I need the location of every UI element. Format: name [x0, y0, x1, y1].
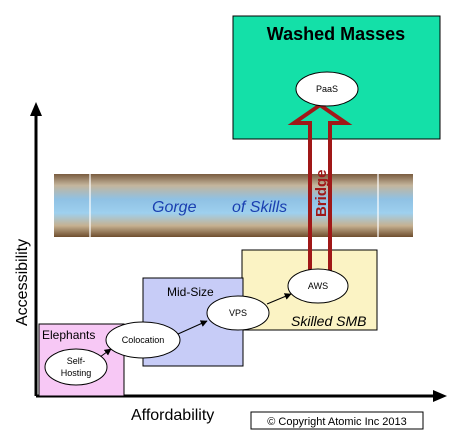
self-hosting-label-line-1: Self-	[67, 356, 86, 366]
washed-masses-title: Washed Masses	[267, 24, 405, 44]
copyright-text: © Copyright Atomic Inc 2013	[267, 416, 407, 428]
x-axis-label: Affordability	[131, 407, 214, 424]
colocation-label: Colocation	[122, 335, 165, 345]
arrow-vps-to-aws	[266, 293, 292, 305]
paas-label: PaaS	[316, 84, 338, 94]
vps-label: VPS	[229, 308, 247, 318]
colocation-node	[105, 321, 181, 359]
copyright-box	[250, 411, 424, 430]
aws-label: AWS	[308, 281, 328, 291]
vps-node	[206, 295, 270, 331]
paas-node	[295, 71, 359, 107]
mid-size-label: Mid-Size	[167, 285, 214, 299]
elephants-label: Elephants	[42, 328, 95, 342]
bridge-label: Bridge	[313, 169, 330, 217]
skilled-smb-label: Skilled SMB	[291, 313, 366, 329]
gorge-label-part-2: of Skills	[232, 199, 287, 216]
arrow-colocation-to-vps	[177, 320, 208, 335]
gorge-of-skills-band	[54, 174, 413, 237]
self-hosting-node	[44, 348, 108, 386]
x-axis-arrowhead	[433, 390, 447, 402]
aws-node	[287, 268, 349, 304]
y-axis-label: Accessibility	[14, 239, 31, 326]
bridge-arrow	[287, 102, 353, 274]
self-hosting-label-line-2: Hosting	[61, 368, 92, 378]
gorge-label-part-1: Gorge	[152, 199, 197, 216]
arrow-self-hosting-to-colocation	[99, 348, 112, 358]
y-axis-arrowhead	[30, 102, 42, 116]
